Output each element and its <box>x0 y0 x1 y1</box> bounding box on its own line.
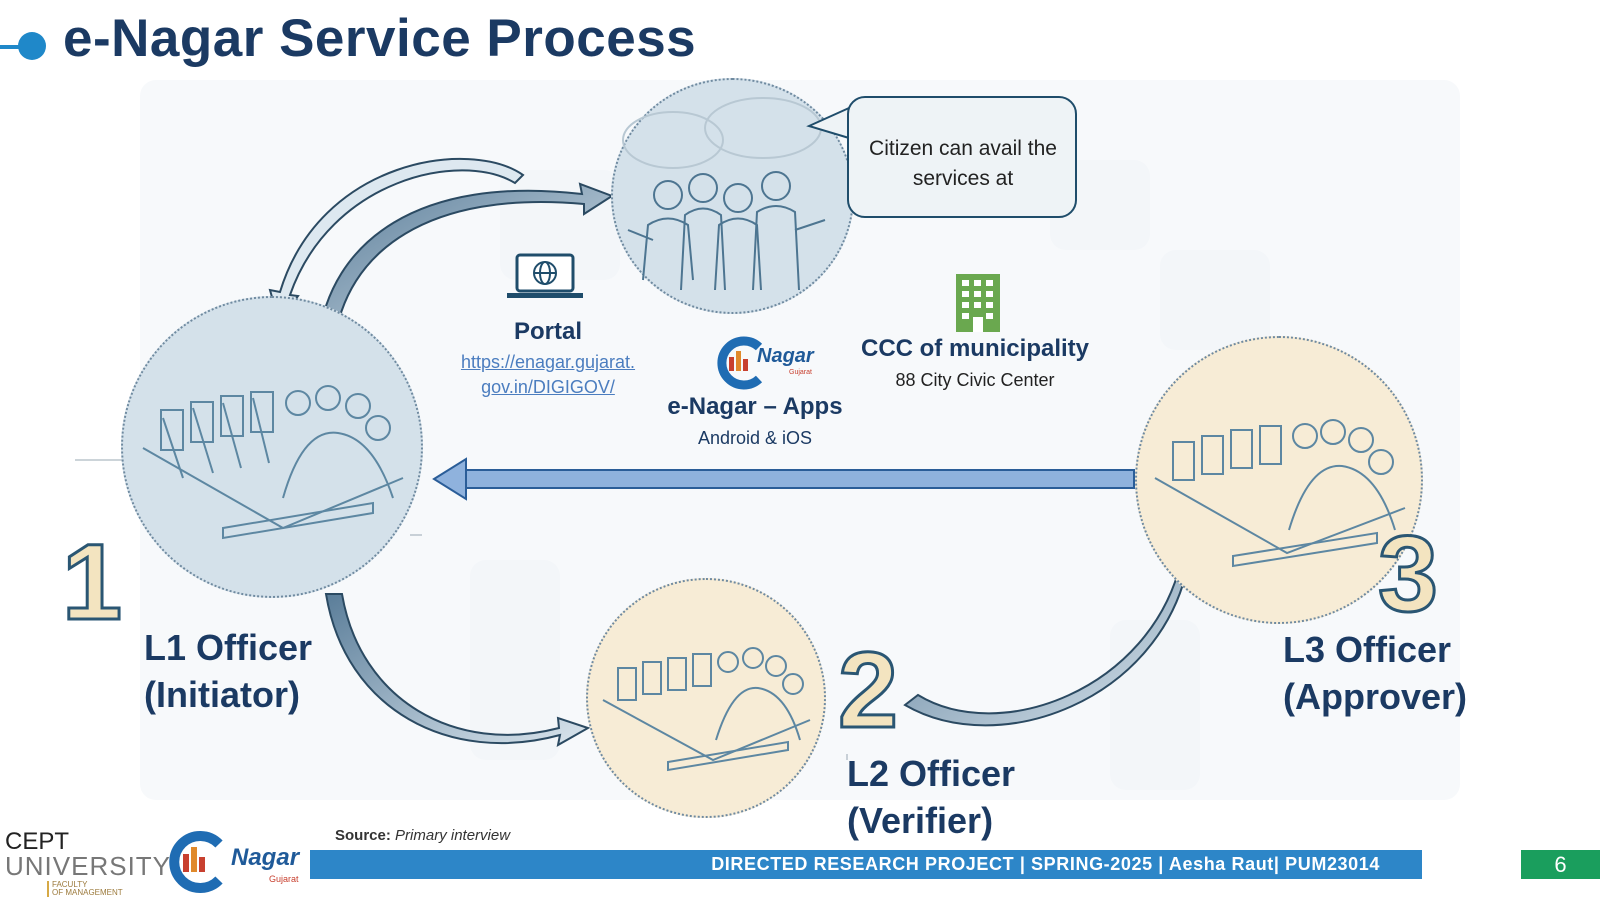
cept-university-logo: CEPT UNIVERSITY <box>5 828 172 881</box>
l2-officer-role: (Verifier) <box>847 800 994 841</box>
background-decoration <box>470 560 560 760</box>
cept-logo-line2: UNIVERSITY <box>5 851 172 881</box>
title-accent-dot <box>18 32 46 60</box>
enagar-logo-text: Nagar <box>757 345 814 367</box>
portal-label: Portal <box>513 318 582 345</box>
footer-enagar-logo: Nagar Gujarat <box>165 830 315 895</box>
cept-logo-line1: CEPT <box>5 828 70 855</box>
title-accent-line <box>0 45 30 49</box>
step-number-2: 2 <box>836 629 899 750</box>
background-decoration <box>1160 250 1270 350</box>
l3-officer-title: L3 Officer <box>1283 629 1452 670</box>
l2-officer-label: L2 Officer (Verifier) <box>847 750 1015 844</box>
portal-url-line2[interactable]: gov.in/DIGIGOV/ <box>481 377 615 397</box>
bubble-tail <box>806 107 850 139</box>
source-note: Source: Primary interview <box>335 827 510 844</box>
citizens-circle <box>611 78 854 314</box>
footer-bar <box>310 850 1422 879</box>
apps-platforms: Android & iOS <box>697 428 813 448</box>
return-arrow <box>432 457 1135 501</box>
call-center-illustration <box>602 647 811 772</box>
call-center-illustration <box>142 385 404 540</box>
l1-officer-label: L1 Officer (Initiator) <box>144 624 312 718</box>
cept-faculty-line2: OF MANAGEMENT <box>52 888 123 897</box>
l3-officer-label: L3 Officer (Approver) <box>1283 626 1467 720</box>
laptop-globe-icon <box>507 253 583 298</box>
apps-label: e-Nagar – Apps <box>667 393 843 420</box>
l2-officer-circle <box>586 578 826 818</box>
arrow-l1-to-l2 <box>324 593 591 747</box>
l3-officer-role: (Approver) <box>1283 676 1468 717</box>
citizens-illustration <box>622 97 826 291</box>
ccc-label: CCC of municipality <box>860 335 1089 362</box>
step-number-3: 3 <box>1376 513 1439 634</box>
speech-bubble <box>847 96 1077 218</box>
footer-logo-sub: Gujarat <box>269 874 299 884</box>
ccc-count: 88 City Civic Center <box>895 370 1055 390</box>
page-number: 6 <box>1521 850 1600 879</box>
step-number-1: 1 <box>60 521 123 642</box>
footer-logo-text: Nagar <box>231 844 300 871</box>
bubble-text: Citizen can avail the services at <box>869 137 1057 190</box>
cept-faculty-text: FACULTY OF MANAGEMENT <box>47 881 123 897</box>
l1-officer-circle <box>121 296 423 598</box>
enagar-logo-mark <box>717 336 763 390</box>
enagar-logo-mark <box>169 831 223 893</box>
footer-text: DIRECTED RESEARCH PROJECT | SPRING-2025 … <box>711 854 1380 874</box>
portal-link[interactable]: https://enagar.gujarat. gov.in/DIGIGOV/ <box>420 350 676 400</box>
l2-officer-title: L2 Officer <box>847 753 1016 794</box>
building-icon <box>956 274 1000 332</box>
portal-url-line1[interactable]: https://enagar.gujarat. <box>460 352 636 372</box>
source-label: Source: <box>335 827 391 844</box>
enagar-logo-sub: Gujarat <box>789 369 812 376</box>
l1-officer-role: (Initiator) <box>144 674 300 715</box>
cept-faculty-line1: FACULTY <box>52 880 88 889</box>
background-decoration <box>1110 620 1200 790</box>
l3-officer-circle <box>1135 336 1423 624</box>
page-title: e-Nagar Service Process <box>63 9 697 68</box>
source-value: Primary interview <box>395 827 511 844</box>
call-center-illustration <box>1154 419 1406 568</box>
l1-officer-title: L1 Officer <box>144 627 313 668</box>
enagar-app-logo: Nagar Gujarat <box>713 335 833 391</box>
